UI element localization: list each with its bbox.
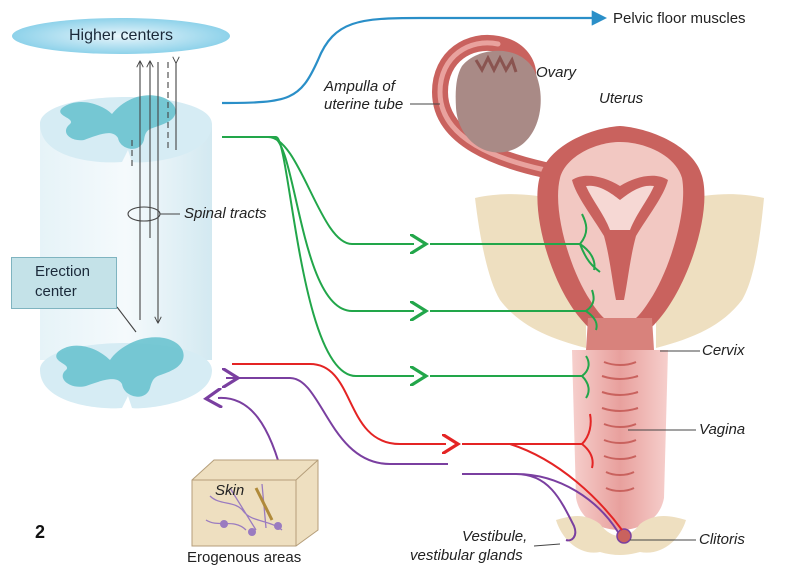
cervix-label: Cervix — [702, 342, 745, 360]
ovary — [456, 51, 541, 153]
vagina-label: Vagina — [699, 421, 745, 439]
higher-centers-label: Higher centers — [12, 18, 230, 54]
spinal-cord — [40, 95, 212, 408]
figure-number: 2 — [35, 522, 45, 543]
vestibule-label-line2: vestibular glands — [410, 547, 523, 565]
erection-center-label: Erection center — [11, 257, 117, 309]
ovary-label: Ovary — [536, 64, 576, 82]
uterus-label: Uterus — [599, 90, 643, 108]
vestibule-label-line1: Vestibule, — [462, 528, 527, 546]
erogenous-areas-label: Erogenous areas — [187, 549, 301, 567]
skin-label: Skin — [215, 482, 244, 500]
pathway-blue — [222, 18, 604, 103]
skin-block — [192, 460, 318, 546]
spinal-tracts-label: Spinal tracts — [184, 205, 267, 223]
clitoris-mark — [617, 529, 631, 543]
uterus-anatomy — [440, 43, 764, 555]
ampulla-label-line1: Ampulla of — [324, 78, 395, 96]
ampulla-label-line2: uterine tube — [324, 96, 403, 114]
pelvic-floor-muscles-label: Pelvic floor muscles — [613, 10, 746, 28]
clitoris-label: Clitoris — [699, 531, 745, 549]
